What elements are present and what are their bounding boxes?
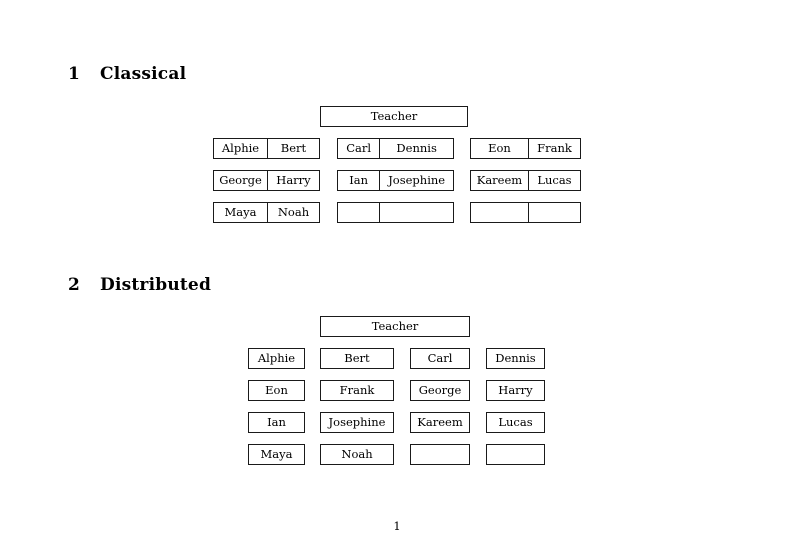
student-box: Maya (248, 444, 305, 465)
student-cell: Eon (488, 141, 511, 155)
student-cell: Harry (266, 171, 319, 190)
section-heading-distributed: 2 Distributed (68, 275, 211, 295)
student-box: Noah (320, 444, 394, 465)
section-number: 1 (68, 64, 81, 84)
student-box: Ian (248, 412, 305, 433)
student-cell: Dennis (379, 139, 453, 158)
student-cell: Alphie (221, 141, 260, 155)
student-cell-empty (471, 203, 528, 222)
student-pair-row: Carl Dennis (337, 138, 454, 159)
student-cell: Lucas (527, 171, 580, 190)
teacher-box-distributed: Teacher (320, 316, 470, 337)
student-pair-row (337, 202, 454, 223)
section-number: 2 (68, 275, 81, 295)
section-heading-classical: 1 Classical (68, 64, 186, 84)
student-box: Lucas (486, 412, 545, 433)
student-cell: Carl (346, 141, 372, 155)
student-box: Alphie (248, 348, 305, 369)
student-cell: George (219, 173, 262, 187)
student-pair-row: Kareem Lucas (470, 170, 581, 191)
student-box: George (410, 380, 470, 401)
student-cell: Kareem (476, 173, 523, 187)
student-cell: Bert (266, 139, 319, 158)
student-cell-empty (527, 203, 580, 222)
student-pair-row: George Harry (213, 170, 320, 191)
teacher-box-classical: Teacher (320, 106, 468, 127)
student-pair-row: Maya Noah (213, 202, 320, 223)
student-box: Harry (486, 380, 545, 401)
student-pair-row (470, 202, 581, 223)
student-pair-row: Alphie Bert (213, 138, 320, 159)
page-number: 1 (393, 519, 401, 533)
student-box-empty (410, 444, 470, 465)
student-cell: Noah (266, 203, 319, 222)
student-box: Frank (320, 380, 394, 401)
student-pair-row: Ian Josephine (337, 170, 454, 191)
student-box-empty (486, 444, 545, 465)
student-cell-empty (379, 203, 453, 222)
student-cell: Maya (224, 205, 257, 219)
student-box: Carl (410, 348, 470, 369)
student-cell-empty (338, 203, 379, 222)
student-cell: Josephine (379, 171, 453, 190)
student-box: Josephine (320, 412, 394, 433)
section-title: Classical (100, 64, 187, 84)
student-box: Kareem (410, 412, 470, 433)
student-box: Eon (248, 380, 305, 401)
section-title: Distributed (100, 275, 212, 295)
student-box: Bert (320, 348, 394, 369)
student-box: Dennis (486, 348, 545, 369)
student-cell: Frank (527, 139, 580, 158)
student-cell: Ian (349, 173, 369, 187)
student-pair-row: Eon Frank (470, 138, 581, 159)
